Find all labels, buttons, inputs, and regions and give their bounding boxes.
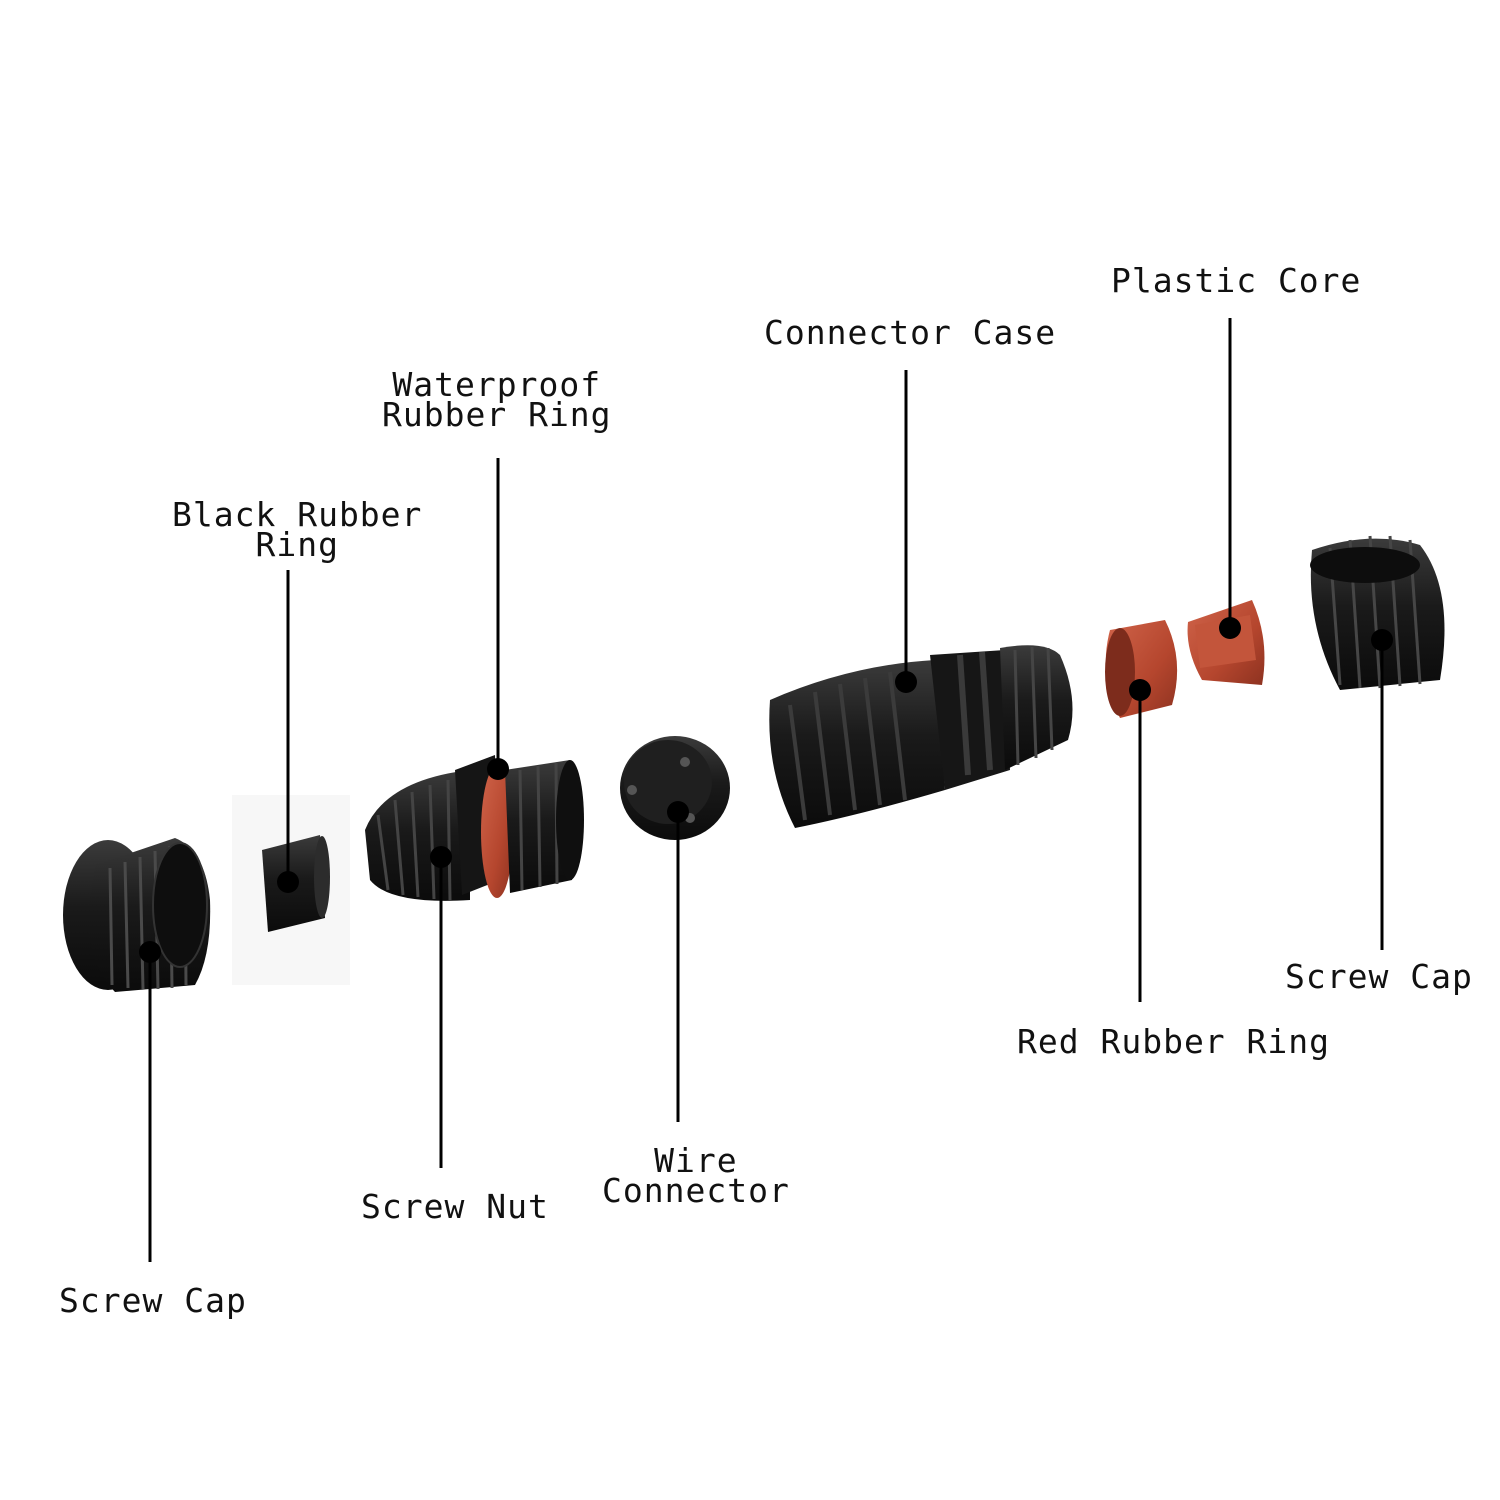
- label-plastic-core: Plastic Core: [1111, 261, 1362, 300]
- label-connector-case: Connector Case: [764, 313, 1057, 352]
- label-screw-cap-left: Screw Cap: [59, 1281, 247, 1320]
- label-black-rubber-line-1: Black Rubber: [172, 495, 423, 534]
- label-wire-connector: Wire Connector: [602, 1141, 790, 1210]
- label-wire-connector-line-2: Connector: [602, 1171, 790, 1210]
- label-black-rubber-ring: Black Rubber Ring: [172, 495, 423, 564]
- label-red-rubber-ring: Red Rubber Ring: [1017, 1022, 1331, 1061]
- screw-cap-left-part: [63, 838, 211, 992]
- label-screw-nut: Screw Nut: [361, 1187, 549, 1226]
- label-waterproof-rubber-ring: Waterproof Rubber Ring: [382, 365, 612, 434]
- label-wire-connector-line-1: Wire: [654, 1141, 738, 1180]
- screw-cap-right-part: [1310, 535, 1445, 690]
- wire-connector-part: [620, 736, 730, 840]
- connector-case-part: [769, 645, 1073, 828]
- label-screw-cap-right: Screw Cap: [1285, 957, 1473, 996]
- screw-nut-part: [365, 755, 584, 901]
- label-waterproof-line-2: Rubber Ring: [382, 395, 612, 434]
- label-waterproof-line-1: Waterproof: [392, 365, 602, 404]
- label-black-rubber-line-2: Ring: [255, 525, 339, 564]
- black-rubber-ring-part: [232, 795, 350, 985]
- plastic-core-part: [1187, 600, 1265, 685]
- leader-lines: [148, 318, 1384, 1262]
